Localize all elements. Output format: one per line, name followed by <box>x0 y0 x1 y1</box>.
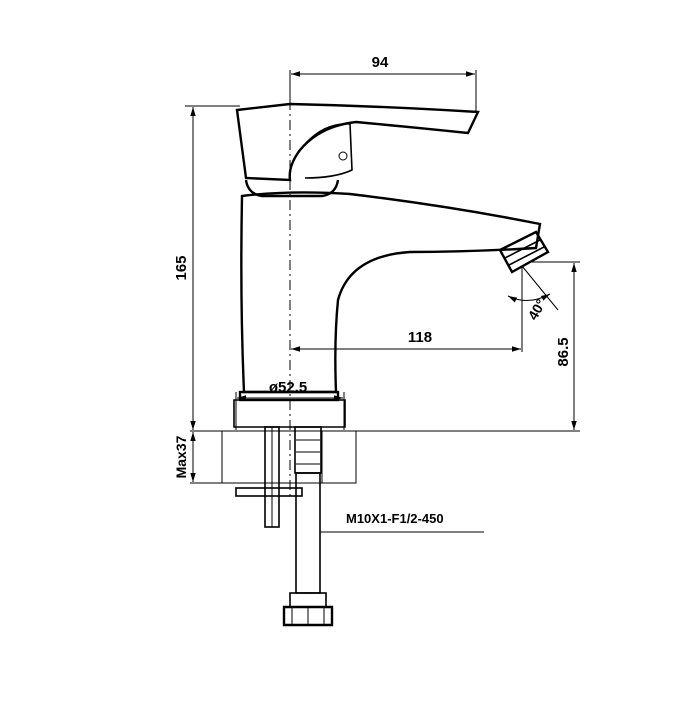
flexible-hose <box>282 426 334 627</box>
dimension-94: 94 <box>289 54 477 112</box>
dimension-max37-label: Max37 <box>173 435 189 478</box>
dimension-165: 165 <box>173 105 240 430</box>
dimension-165-label: 165 <box>173 255 190 280</box>
dimension-94-label: 94 <box>372 54 389 71</box>
dimension-diameter-label: ø52.5 <box>269 379 307 396</box>
dimension-86-5-label: 86.5 <box>555 337 572 366</box>
dimension-86-5: 86.5 <box>530 261 580 430</box>
dimension-118-label: 118 <box>408 329 432 346</box>
dimension-angle: 40° <box>507 265 559 323</box>
hose-spec-callout: M10X1-F1/2-450 <box>320 511 484 533</box>
dimension-118: 118 <box>291 270 523 352</box>
mounting-stud <box>235 426 303 528</box>
dimension-max37: Max37 <box>173 432 196 482</box>
hose-spec-label: M10X1-F1/2-450 <box>346 511 444 526</box>
dimension-diameter: ø52.5 <box>235 379 345 430</box>
countertop <box>190 430 580 484</box>
